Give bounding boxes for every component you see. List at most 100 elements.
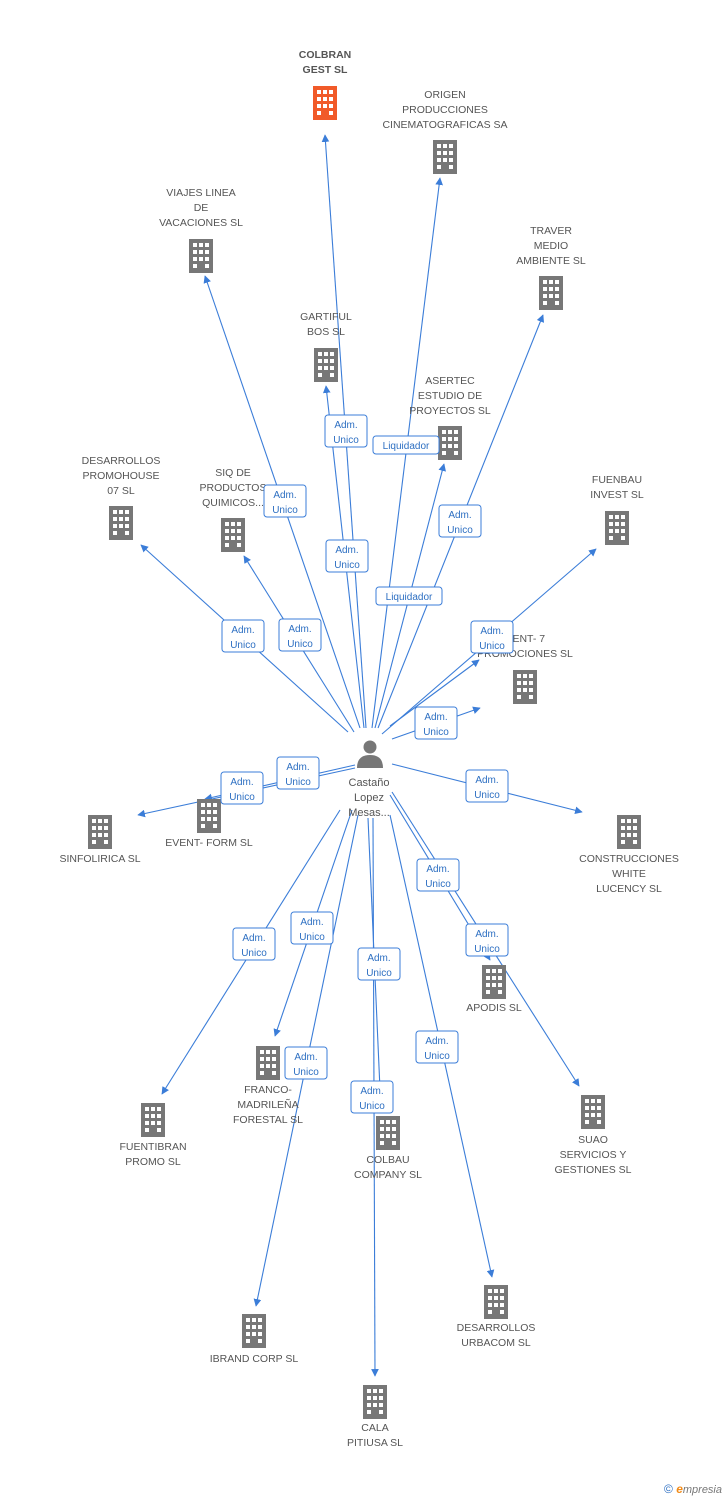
building-icon bbox=[256, 1046, 280, 1080]
company-label-line: SERVICIOS Y bbox=[560, 1149, 627, 1161]
edge-role-label[interactable]: Adm.Unico bbox=[263, 484, 307, 518]
edge-label-text: Unico bbox=[424, 1051, 450, 1062]
company-node-apodis[interactable]: APODIS SL bbox=[466, 965, 522, 1014]
company-label-line: DESARROLLOS bbox=[82, 455, 161, 467]
edge-role-label[interactable]: Adm.Unico bbox=[276, 756, 320, 790]
company-label-line: QUIMICOS... bbox=[202, 497, 264, 509]
building-icon bbox=[189, 239, 213, 273]
company-label-line: SIQ DE bbox=[215, 467, 251, 479]
edge-role-label[interactable]: Adm. Unico bbox=[465, 923, 509, 957]
edge-label-text: Adm. bbox=[294, 1052, 317, 1063]
edge-label-text: Adm. bbox=[425, 1036, 448, 1047]
edge-role-label[interactable]: Liquidador bbox=[375, 586, 443, 606]
edge-label-text: Unico bbox=[474, 944, 500, 955]
company-label-line: GESTIONES SL bbox=[554, 1164, 631, 1176]
company-node-desarrollos_promo[interactable]: DESARROLLOS PROMOHOUSE 07 SL bbox=[82, 455, 161, 540]
edge-role-label[interactable]: Adm.Unico bbox=[438, 504, 482, 538]
edge-label-text: Adm. bbox=[334, 420, 357, 431]
company-node-eventform[interactable]: EVENT- FORM SL bbox=[165, 799, 253, 849]
edge-line bbox=[389, 659, 480, 727]
edge-label-text: Adm. bbox=[475, 775, 498, 786]
building-icon bbox=[313, 86, 337, 120]
building-icon bbox=[581, 1095, 605, 1129]
edge-label-text: Adm. bbox=[288, 624, 311, 635]
edge-label-box bbox=[232, 927, 276, 961]
company-label-line: FRANCO- bbox=[244, 1084, 292, 1096]
edge-label-text: Adm. bbox=[475, 929, 498, 940]
edge-label-text: Adm. bbox=[231, 625, 254, 636]
edge-label-box bbox=[414, 706, 458, 740]
edge-label-text: Adm. bbox=[426, 864, 449, 875]
edge-label-text: Unico bbox=[359, 1101, 385, 1112]
edge-role-label[interactable]: Adm. Unico bbox=[232, 927, 276, 961]
company-label-line: LUCENCY SL bbox=[596, 883, 662, 895]
edge-label-text: Adm. bbox=[242, 933, 265, 944]
company-label-line: PROMOHOUSE bbox=[82, 470, 159, 482]
company-label-line: COLBAU bbox=[366, 1154, 409, 1166]
edge-role-label[interactable]: Adm.Unico bbox=[290, 911, 334, 945]
company-label-line: IBRAND CORP SL bbox=[210, 1353, 299, 1365]
edge-label-box bbox=[221, 619, 265, 653]
edge-label-text: Liquidador bbox=[386, 592, 433, 603]
edge-label-text: Unico bbox=[285, 777, 311, 788]
edge-label-text: Adm. bbox=[230, 777, 253, 788]
center-person-node[interactable]: Castaño Lopez Mesas... bbox=[348, 740, 390, 820]
building-icon bbox=[221, 518, 245, 552]
company-label-line: 07 SL bbox=[107, 485, 135, 497]
edge-role-label[interactable]: Adm.Unico bbox=[324, 414, 368, 448]
edge-role-label[interactable]: Adm.Unico bbox=[278, 618, 322, 652]
company-label-line: PITIUSA SL bbox=[347, 1437, 403, 1449]
edge-labels-layer: Adm.UnicoLiquidadorAdm.UnicoAdm.UnicoAdm… bbox=[220, 414, 514, 1114]
building-icon bbox=[484, 1285, 508, 1319]
building-icon bbox=[314, 348, 338, 382]
edge-role-label[interactable]: Adm. Unico bbox=[415, 1030, 459, 1064]
edge-label-text: Adm. bbox=[448, 510, 471, 521]
building-icon bbox=[109, 506, 133, 540]
company-label-line: SINFOLIRICA SL bbox=[59, 853, 140, 865]
company-label-line: GEST SL bbox=[303, 64, 349, 76]
edge-role-label[interactable]: Adm.Unico bbox=[350, 1080, 394, 1114]
company-node-siq[interactable]: SIQ DEPRODUCTOSQUIMICOS... bbox=[200, 467, 267, 552]
edge-label-text: Adm. bbox=[300, 917, 323, 928]
edge-label-text: Unico bbox=[366, 968, 392, 979]
center-label-line-2: Lopez bbox=[354, 792, 384, 804]
building-icon bbox=[363, 1385, 387, 1419]
edge-role-label[interactable]: Adm.Unico bbox=[414, 706, 458, 740]
company-node-sinfolirica[interactable]: SINFOLIRICA SL bbox=[59, 815, 141, 865]
building-icon bbox=[539, 276, 563, 310]
brand-footer[interactable]: © empresia bbox=[664, 1482, 722, 1496]
building-icon bbox=[242, 1314, 266, 1348]
edge-role-label[interactable]: Adm.Unico bbox=[470, 620, 514, 654]
company-label-line: WHITE bbox=[612, 868, 646, 880]
edge-label-text: Unico bbox=[241, 948, 267, 959]
edge-role-label[interactable]: Adm.Unico bbox=[357, 947, 401, 981]
edge-role-label[interactable]: Adm.Unico bbox=[220, 771, 264, 805]
edge-role-label[interactable]: Adm.Unico bbox=[325, 539, 369, 573]
edge-role-label[interactable]: Liquidador bbox=[372, 435, 440, 455]
building-icon bbox=[433, 140, 457, 174]
company-node-ibrand[interactable]: IBRAND CORP SL bbox=[210, 1314, 299, 1365]
edge-role-label[interactable]: Adm.Unico bbox=[284, 1046, 328, 1080]
brand-logo-e: e bbox=[676, 1482, 683, 1496]
company-label-line: FUENBAU bbox=[592, 474, 642, 486]
edge-role-label[interactable]: Adm.Unico bbox=[465, 769, 509, 803]
edge-role-label[interactable]: Adm.Unico bbox=[416, 858, 460, 892]
edge-label-box bbox=[278, 618, 322, 652]
company-label-line: EVENT- FORM SL bbox=[165, 837, 253, 849]
edge-role-label[interactable]: Adm.Unico bbox=[221, 619, 265, 653]
